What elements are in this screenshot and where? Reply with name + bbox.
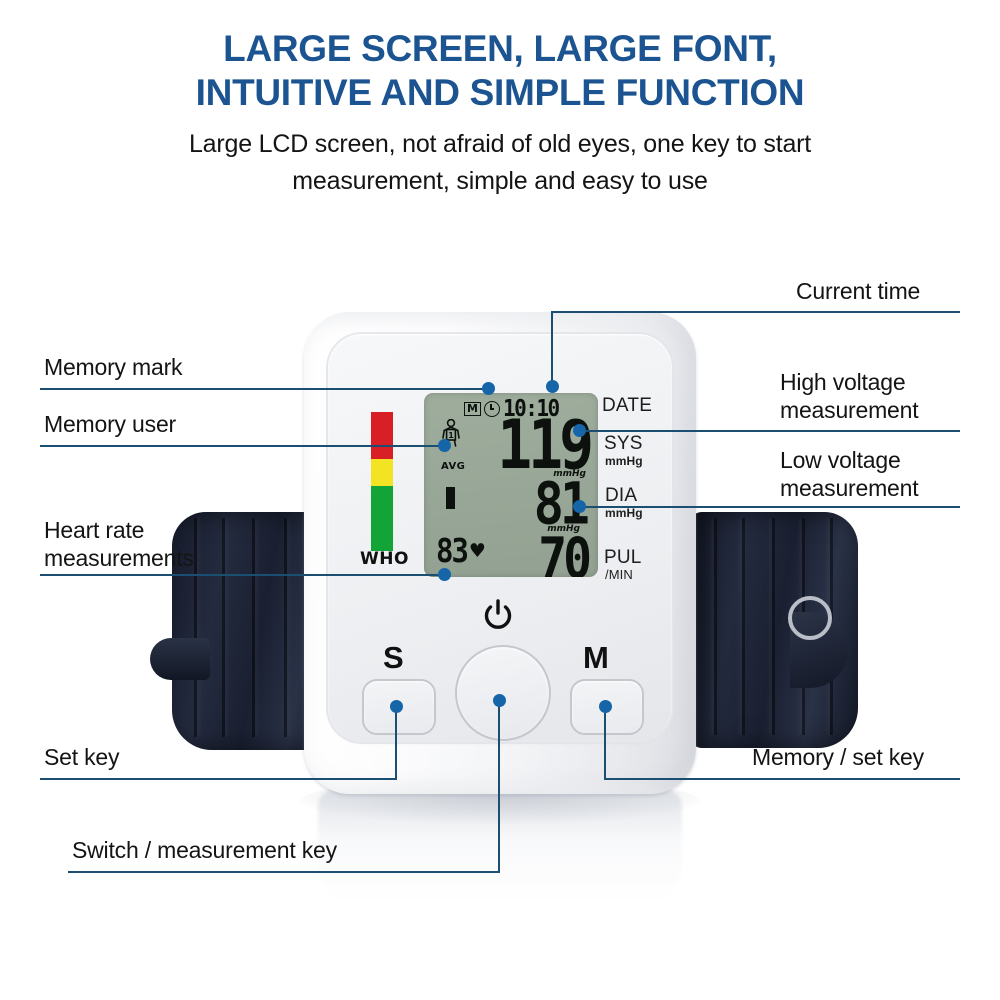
legend-date: DATE xyxy=(602,395,653,416)
power-icon xyxy=(484,599,512,629)
cuff-hose-connector xyxy=(150,638,210,680)
callout-high-voltage-label: High voltage measurement xyxy=(780,369,919,423)
callout-switch-measurement-key-dot xyxy=(493,694,506,707)
who-bar-yellow-segment xyxy=(371,459,393,486)
lcd-sys-value: 119 xyxy=(497,405,594,485)
memory-mark-icon: M xyxy=(464,401,481,416)
callout-memory-mark-dot xyxy=(482,382,495,395)
callout-memory-set-key-label: Memory / set key xyxy=(752,744,924,770)
callout-switch-measurement-key-line xyxy=(68,871,500,873)
power-start-button[interactable] xyxy=(455,645,551,741)
callout-memory-set-key-riser xyxy=(604,706,606,780)
who-label: WHO xyxy=(360,549,409,569)
header-block: LARGE SCREEN, LARGE FONT, INTUITIVE AND … xyxy=(0,0,1000,200)
callout-memory-mark-label: Memory mark xyxy=(44,354,183,380)
callout-heart-rate-line xyxy=(40,574,444,576)
who-indicator-bar xyxy=(371,412,393,551)
legend-dia: DIA xyxy=(605,485,638,506)
headline-line-2: INTUITIVE AND SIMPLE FUNCTION xyxy=(195,72,805,113)
callout-low-voltage-dot xyxy=(573,500,586,513)
callout-low-voltage-line xyxy=(578,506,960,508)
legend-pul-unit: /MIN xyxy=(605,567,633,582)
callout-heart-rate-label: Heart rate measurements xyxy=(44,517,194,571)
lcd-dia-unit: mmHg xyxy=(547,524,580,534)
callout-switch-measurement-key-label: Switch / measurement key xyxy=(72,837,337,863)
callout-high-voltage-dot xyxy=(573,424,586,437)
callout-current-time-drop xyxy=(551,311,553,385)
lcd-pulse-group: 83 ♥ xyxy=(436,531,486,570)
subhead-line-1: Large LCD screen, not afraid of old eyes… xyxy=(188,130,812,158)
legend-sys-unit: mmHg xyxy=(605,454,643,468)
callout-memory-user-line xyxy=(40,445,444,447)
avg-label: AVG xyxy=(441,461,466,472)
legend-sys: SYS xyxy=(604,433,643,454)
device-reflection xyxy=(318,790,682,910)
callout-current-time-dot xyxy=(546,380,559,393)
lcd-bar-indicator xyxy=(446,487,455,509)
callout-low-voltage-label: Low voltage measurement xyxy=(780,447,919,501)
callout-memory-user-dot xyxy=(438,439,451,452)
legend-dia-unit: mmHg xyxy=(605,506,643,520)
callout-set-key-label: Set key xyxy=(44,744,120,770)
callout-set-key-line xyxy=(40,778,397,780)
subhead-line-2: measurement, simple and easy to use xyxy=(292,167,708,195)
clock-icon xyxy=(483,400,500,417)
set-key-letter: S xyxy=(383,640,404,675)
callout-high-voltage-line xyxy=(578,430,960,432)
set-key-button[interactable] xyxy=(362,679,436,735)
lcd-sys-unit: mmHg xyxy=(553,469,586,479)
lcd-pulse-value: 83 xyxy=(436,531,469,570)
lcd-screen: M 10:10 1 AVG 119 mmHg 81 mmHg 70 83 ♥ xyxy=(424,393,598,577)
headline-line-1: LARGE SCREEN, LARGE FONT, xyxy=(223,28,777,69)
lcd-pul-value: 70 xyxy=(538,526,592,577)
callout-memory-set-key-line xyxy=(604,778,960,780)
callout-heart-rate-dot xyxy=(438,568,451,581)
callout-switch-measurement-key-riser xyxy=(498,700,500,871)
callout-memory-user-label: Memory user xyxy=(44,411,176,437)
callout-set-key-dot xyxy=(390,700,403,713)
who-bar-red-segment xyxy=(371,412,393,459)
legend-pul: PUL xyxy=(604,547,642,568)
lcd-current-time: 10:10 xyxy=(502,394,560,422)
lcd-top-row: M 10:10 xyxy=(464,394,560,422)
callout-memory-mark-line xyxy=(40,388,488,390)
svg-text:1: 1 xyxy=(448,431,454,440)
callout-set-key-riser xyxy=(395,706,397,780)
callout-current-time-label: Current time xyxy=(796,278,921,304)
callout-memory-set-key-dot xyxy=(599,700,612,713)
cuff-d-ring xyxy=(788,596,832,640)
who-bar-green-segment xyxy=(371,486,393,551)
callout-current-time-line xyxy=(551,311,960,313)
heart-icon: ♥ xyxy=(468,540,486,562)
memory-key-letter: M xyxy=(583,640,609,675)
